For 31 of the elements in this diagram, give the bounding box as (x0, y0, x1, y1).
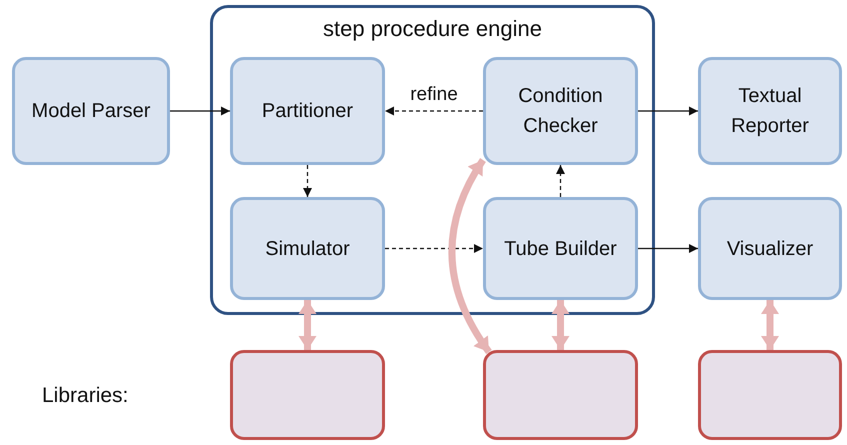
module-name: Partitioner (262, 99, 354, 124)
module-box (698, 57, 842, 165)
module-box (483, 57, 638, 165)
engine-frame (210, 5, 655, 315)
arrow (385, 106, 483, 116)
frame-title: step procedure engine (323, 16, 542, 43)
module-name: Model Parser (32, 99, 150, 124)
library-box (698, 350, 842, 440)
arrow (385, 244, 483, 253)
library-box (483, 350, 638, 440)
arrow (170, 106, 230, 116)
double-arrow (448, 158, 492, 354)
module-box (230, 197, 385, 300)
module-box (12, 57, 170, 165)
module-name: Tube Builder (504, 236, 617, 262)
module-name: Condition Checker (517, 84, 604, 139)
module-name: Visualizer (726, 236, 814, 262)
arrow (638, 244, 698, 253)
module-box (230, 57, 385, 165)
arrow (556, 165, 565, 197)
arrow (303, 165, 312, 197)
module-name: Simulator (265, 236, 350, 262)
arrow (638, 106, 698, 116)
double-arrow (298, 300, 316, 350)
module-box (483, 197, 638, 300)
module-box (698, 197, 842, 300)
module-name: Textual Reporter (730, 84, 810, 139)
library-box (230, 350, 385, 440)
double-arrow (552, 300, 570, 350)
row-label: Libraries: (42, 384, 128, 408)
double-arrow (761, 300, 779, 350)
